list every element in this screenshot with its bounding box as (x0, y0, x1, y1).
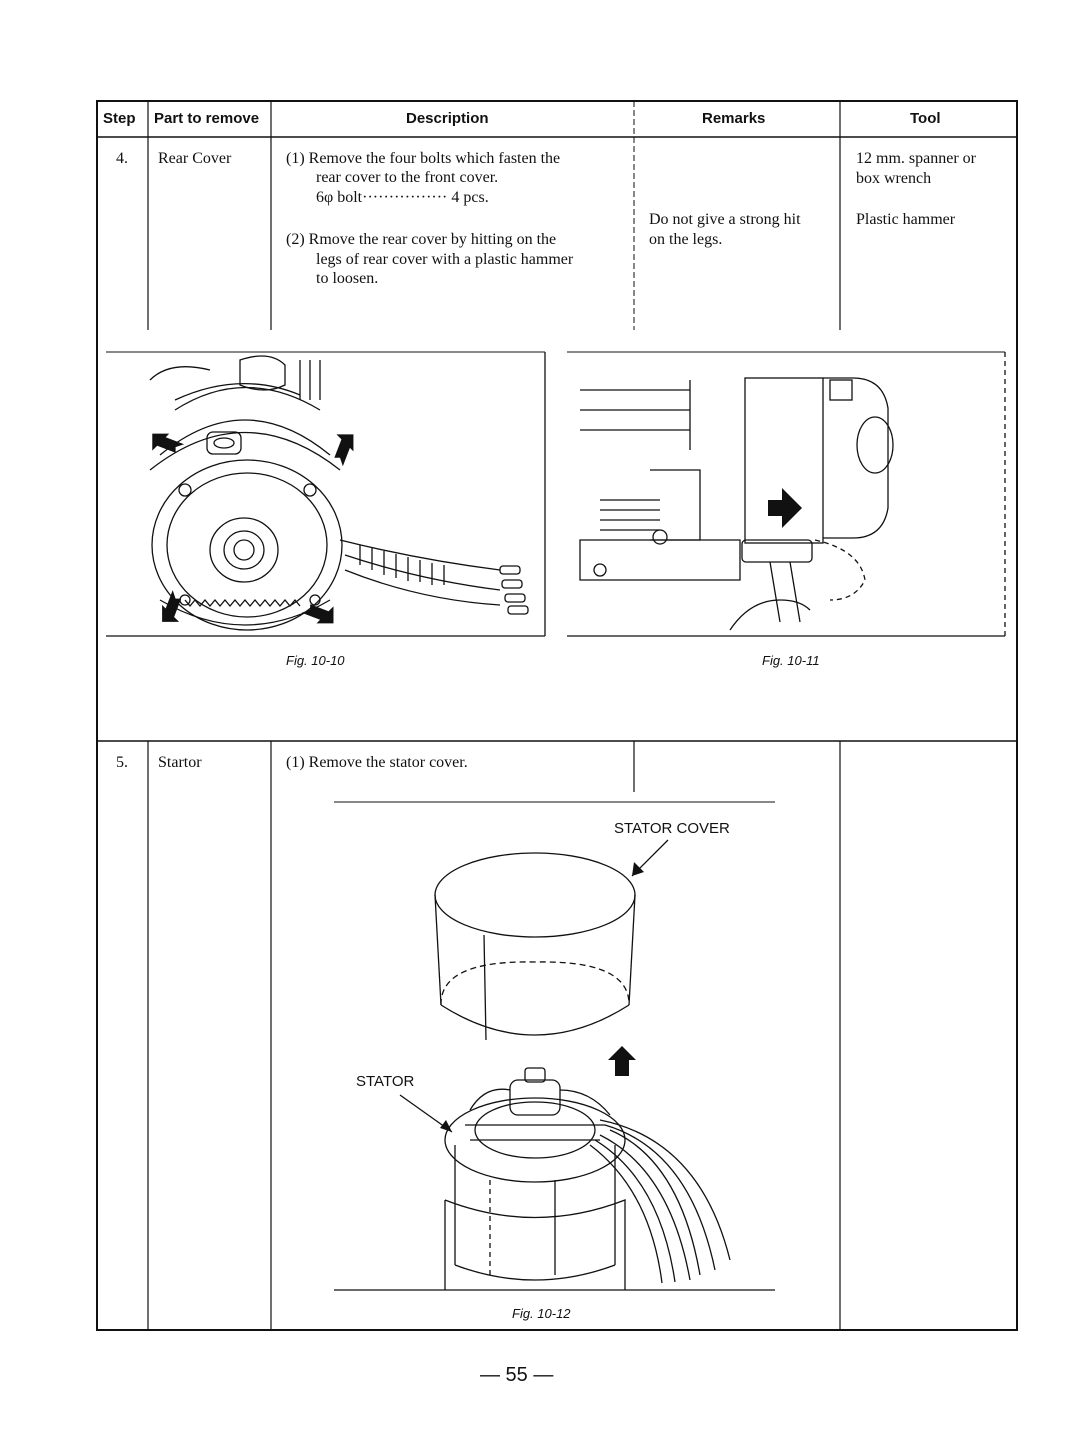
step-number: 4. (116, 150, 128, 167)
part-name: Startor (158, 754, 202, 771)
header-step: Step (103, 110, 136, 127)
remark-line: Do not give a strong hit (649, 211, 801, 228)
description-line: 6φ bolt················ 4 pcs. (316, 189, 489, 206)
tool-line: Plastic hammer (856, 211, 956, 228)
part-name: Rear Cover (158, 150, 232, 167)
header-part-to-remove: Part to remove (154, 110, 260, 127)
figure-caption: Fig. 10-10 (286, 653, 345, 668)
header-remarks: Remarks (702, 110, 766, 127)
step-number: 5. (116, 754, 128, 771)
description-line: (2) Rmove the rear cover by hitting on t… (286, 231, 557, 248)
description-line: rear cover to the front cover. (316, 169, 499, 186)
figure-caption: Fig. 10-12 (512, 1306, 571, 1321)
header-description: Description (406, 110, 489, 127)
description-line: to loosen. (316, 270, 379, 287)
description-line: legs of rear cover with a plastic hammer (316, 251, 574, 268)
remark-line: on the legs. (649, 231, 723, 248)
header-tool: Tool (910, 110, 941, 127)
tool-line: box wrench (856, 170, 932, 187)
tool-line: 12 mm. spanner or (856, 150, 976, 167)
description-line: (1) Remove the stator cover. (286, 754, 468, 771)
callout-label: STATOR COVER (614, 820, 730, 837)
page-number: — 55 — (480, 1364, 554, 1386)
figure-caption: Fig. 10-11 (762, 653, 820, 668)
description-line: (1) Remove the four bolts which fasten t… (286, 150, 561, 167)
callout-label: STATOR (356, 1073, 415, 1090)
